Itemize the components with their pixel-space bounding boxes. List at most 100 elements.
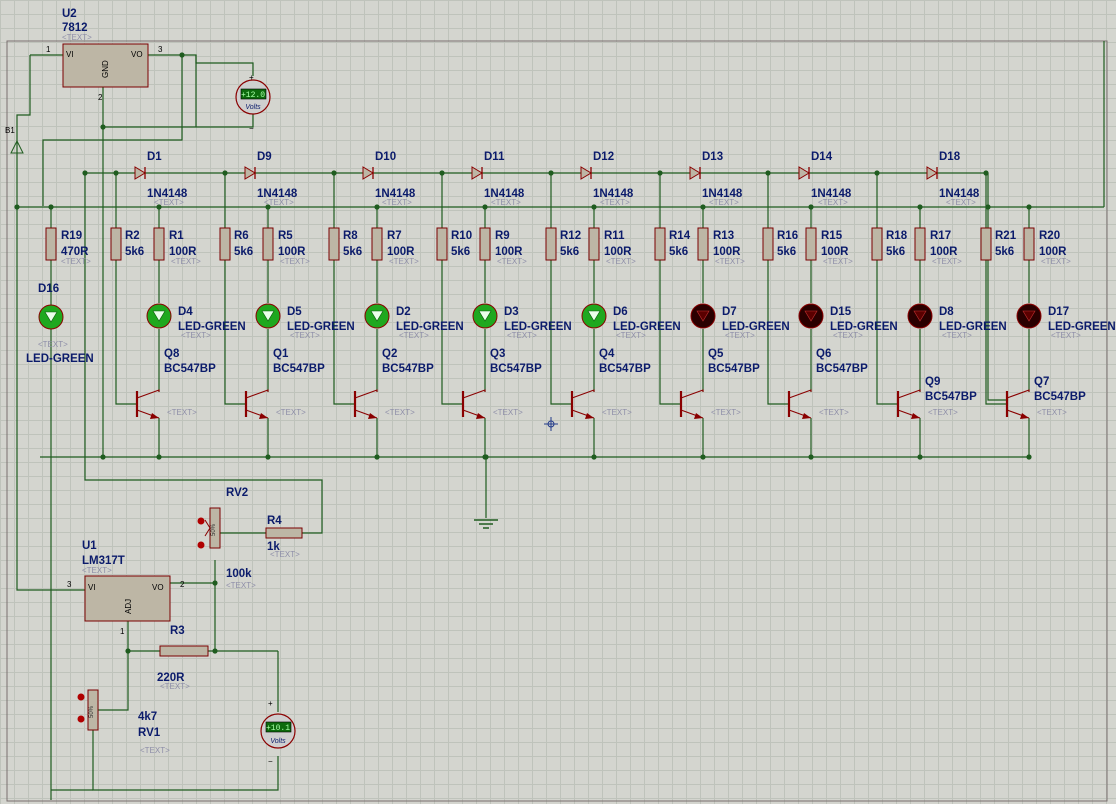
resistor-ref: R2 bbox=[125, 230, 140, 242]
resistor-ref: R15 bbox=[821, 230, 843, 242]
voltmeter-10v-minus: − bbox=[268, 757, 273, 766]
resistor-r4[interactable]: R4 1k <TEXT> bbox=[265, 515, 303, 559]
led-text: <TEXT> bbox=[616, 331, 646, 340]
rv1-increase-button[interactable] bbox=[77, 693, 85, 701]
rv2-decrease-button[interactable] bbox=[197, 541, 205, 549]
resistor-r3[interactable]: R3 220R <TEXT> bbox=[157, 625, 209, 691]
u2-pin-2: 2 bbox=[98, 93, 103, 102]
led-text: <TEXT> bbox=[942, 331, 972, 340]
led-ref: D7 bbox=[722, 306, 737, 318]
voltmeter-12v[interactable]: +12.0 Volts + − bbox=[235, 73, 271, 133]
transistor-ref: Q7 bbox=[1034, 376, 1049, 388]
rv2-increase-button[interactable] bbox=[197, 517, 205, 525]
diode-arrow-icon bbox=[134, 166, 146, 180]
resistor-value: 100R bbox=[495, 246, 523, 258]
rv1-value: 4k7 bbox=[138, 711, 157, 723]
diode-ref: D9 bbox=[257, 151, 272, 163]
led-part: LED-GREEN bbox=[287, 321, 355, 333]
resistor-text: <TEXT> bbox=[389, 257, 419, 266]
battery-b1[interactable]: B1 bbox=[5, 126, 24, 154]
resistor-value: 100R bbox=[604, 246, 632, 258]
resistor-r19[interactable]: R19 470R <TEXT> bbox=[45, 227, 91, 266]
rv1-decrease-button[interactable] bbox=[77, 715, 85, 723]
potentiometer-rv1[interactable]: 50% 4k7 RV1 <TEXT> bbox=[77, 689, 171, 755]
emitter-arrow-icon bbox=[150, 413, 159, 419]
potentiometer-rv2[interactable]: 50% RV2 100k <TEXT> bbox=[197, 487, 257, 590]
led-text: <TEXT> bbox=[507, 331, 537, 340]
regulator-u2[interactable]: U2 7812 <TEXT> VI VO GND 1 2 3 bbox=[46, 8, 163, 102]
diode-text: <TEXT> bbox=[709, 198, 739, 207]
resistor-ref: R13 bbox=[713, 230, 734, 242]
rv2-text: <TEXT> bbox=[226, 581, 256, 590]
transistor-ref: Q8 bbox=[164, 348, 180, 360]
regulator-u1[interactable]: U1 LM317T <TEXT> VI VO ADJ 3 2 1 bbox=[67, 540, 185, 636]
transistor-text: <TEXT> bbox=[385, 408, 415, 417]
transistor-part: BC547BP bbox=[490, 363, 542, 375]
diode-ref: D12 bbox=[593, 151, 614, 163]
resistor-ref: R16 bbox=[777, 230, 798, 242]
led-d16[interactable]: D16 <TEXT> LED-GREEN bbox=[26, 283, 94, 365]
u2-pin-gnd: GND bbox=[101, 60, 110, 78]
r3-value: 220R bbox=[157, 672, 185, 684]
voltmeter-12v-minus: − bbox=[249, 124, 254, 133]
r3-text: <TEXT> bbox=[160, 682, 190, 691]
led-part: LED-GREEN bbox=[396, 321, 464, 333]
r19-text: <TEXT> bbox=[61, 257, 91, 266]
resistor-text: <TEXT> bbox=[497, 257, 527, 266]
resistor-value: 5k6 bbox=[125, 246, 144, 258]
diode-part: 1N4148 bbox=[702, 188, 743, 200]
voltmeter-10v[interactable]: +10.1 Volts + − bbox=[260, 699, 296, 766]
led-ref: D2 bbox=[396, 306, 411, 318]
u2-part: 7812 bbox=[62, 22, 88, 34]
resistor-value: 100R bbox=[930, 246, 958, 258]
resistor-ref: R5 bbox=[278, 230, 293, 242]
led-part: LED-GREEN bbox=[1048, 321, 1116, 333]
